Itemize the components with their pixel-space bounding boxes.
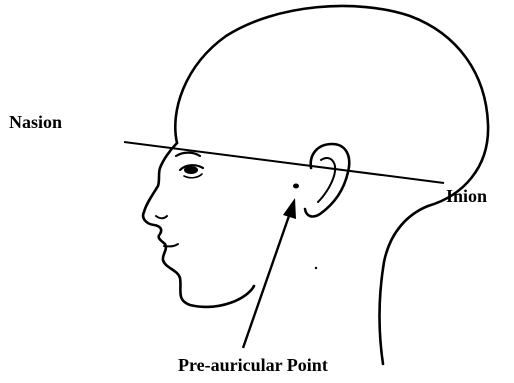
preauricular-arrowhead xyxy=(283,198,296,219)
eye xyxy=(180,165,203,178)
head-outline xyxy=(175,6,488,364)
preauricular-pointer-line xyxy=(243,213,290,348)
eyebrow xyxy=(176,153,200,156)
inion-label: Inion xyxy=(446,187,487,205)
preauricular-point-marker xyxy=(293,184,299,189)
preauricular-point-label: Pre-auricular Point xyxy=(178,356,328,374)
nostril xyxy=(156,216,167,218)
ear-inner xyxy=(318,158,335,202)
face-profile xyxy=(143,143,254,307)
ear-outline xyxy=(305,144,349,216)
nasion-label: Nasion xyxy=(9,113,62,131)
skin-dot xyxy=(315,267,317,269)
nasion-inion-line xyxy=(124,142,444,183)
